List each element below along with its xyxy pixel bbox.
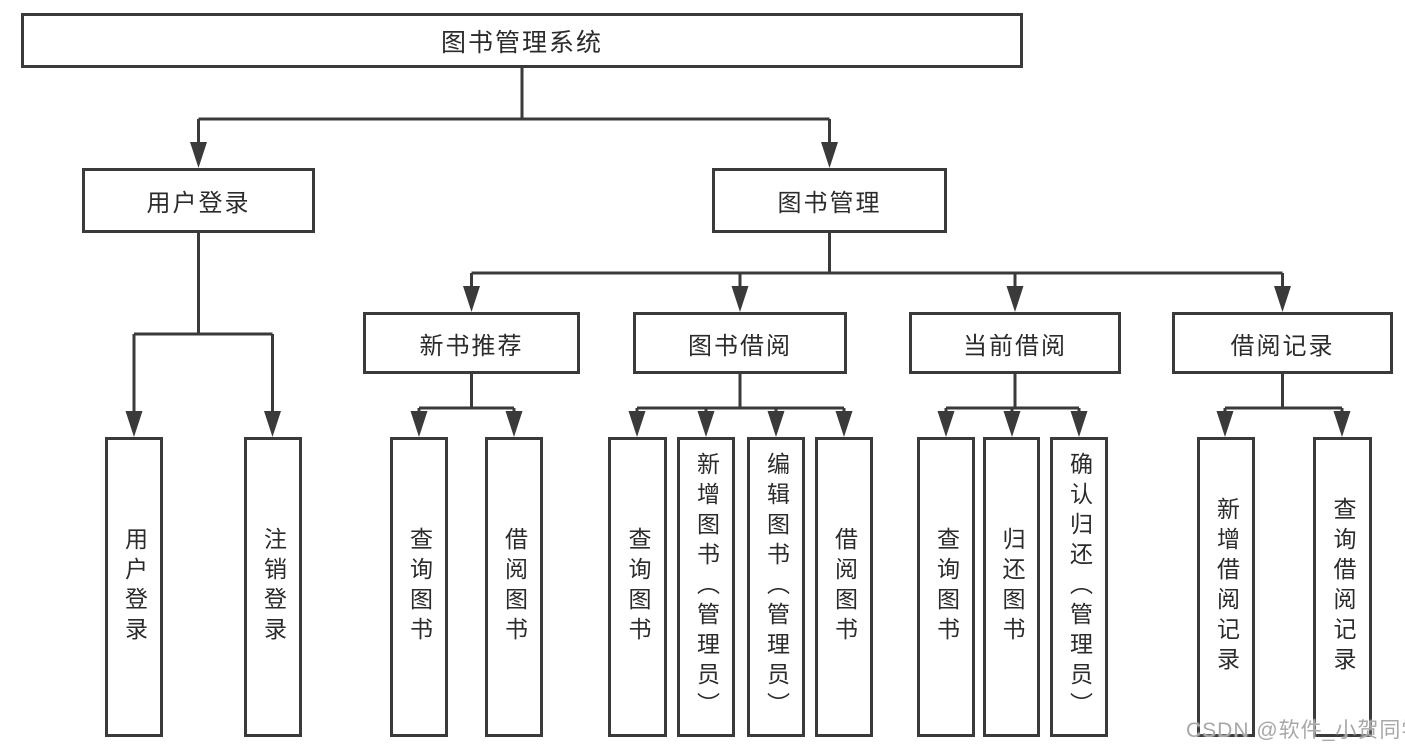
node-confirm-return-admin-label: 确认归还（管理员）	[1066, 452, 1093, 722]
node-borrow-records: 借阅记录	[1172, 312, 1393, 374]
node-add-books-admin: 新增图书（管理员）	[677, 437, 735, 737]
node-logout-leaf: 注销登录	[244, 437, 302, 737]
node-confirm-return-admin: 确认归还（管理员）	[1050, 437, 1108, 737]
node-query-borrow-record: 查询借阅记录	[1313, 437, 1372, 737]
node-current-query-books-label: 查询图书	[933, 527, 960, 647]
node-borrow-query-books-label: 查询图书	[625, 527, 651, 647]
node-root: 图书管理系统	[21, 13, 1023, 68]
node-recommend-query-books-label: 查询图书	[406, 527, 433, 647]
node-root-label: 图书管理系统	[440, 28, 603, 57]
node-edit-books-admin-label: 编辑图书（管理员）	[763, 452, 790, 722]
node-book-management: 图书管理	[712, 168, 947, 233]
node-book-borrow-label: 图书借阅	[688, 332, 792, 360]
watermark: CSDN @软件_小贺同学	[1186, 719, 1405, 742]
node-borrow-records-label: 借阅记录	[1230, 332, 1335, 360]
node-user-login-label: 用户登录	[146, 190, 251, 217]
node-return-books-label: 归还图书	[999, 527, 1025, 647]
node-add-books-admin-label: 新增图书（管理员）	[693, 452, 720, 722]
node-borrow-borrow-books-label: 借阅图书	[831, 527, 858, 647]
node-edit-books-admin: 编辑图书（管理员）	[747, 437, 805, 737]
node-user-login-leaf: 用户登录	[105, 437, 163, 737]
node-return-books: 归还图书	[983, 437, 1040, 737]
node-new-book-recommend: 新书推荐	[363, 312, 580, 374]
node-new-book-recommend-label: 新书推荐	[419, 332, 524, 360]
node-borrow-borrow-books: 借阅图书	[815, 437, 873, 737]
node-recommend-borrow-books-label: 借阅图书	[501, 527, 528, 647]
node-borrow-query-books: 查询图书	[608, 437, 667, 737]
node-current-borrow: 当前借阅	[909, 312, 1121, 374]
arrowheads	[125, 142, 1351, 437]
node-recommend-query-books: 查询图书	[390, 437, 448, 737]
node-user-login-leaf-label: 用户登录	[121, 527, 148, 647]
node-book-borrow: 图书借阅	[633, 312, 847, 374]
node-query-borrow-record-label: 查询借阅记录	[1330, 497, 1356, 677]
node-logout-leaf-label: 注销登录	[260, 527, 287, 647]
node-user-login: 用户登录	[82, 168, 315, 233]
node-current-borrow-label: 当前借阅	[963, 332, 1067, 360]
node-book-management-label: 图书管理	[777, 190, 882, 217]
node-current-query-books: 查询图书	[917, 437, 975, 737]
node-recommend-borrow-books: 借阅图书	[485, 437, 543, 737]
node-add-borrow-record-label: 新增借阅记录	[1213, 497, 1240, 677]
node-add-borrow-record: 新增借阅记录	[1197, 437, 1255, 737]
